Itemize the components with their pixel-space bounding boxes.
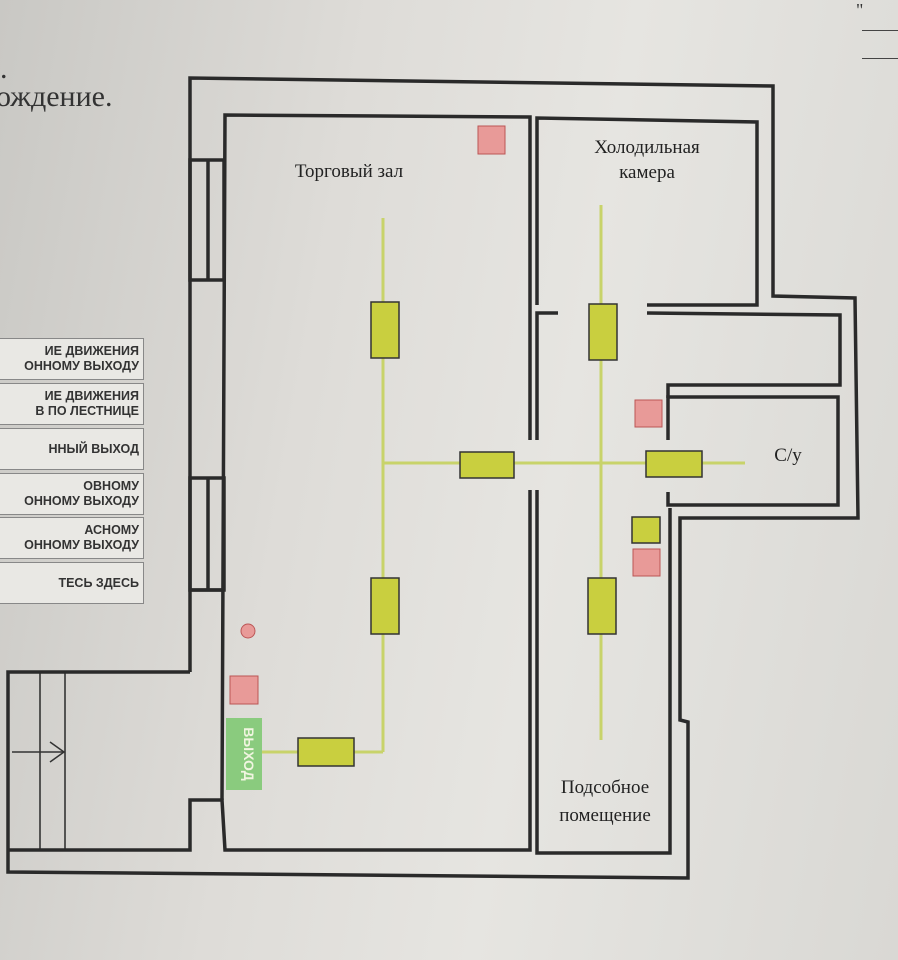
legend-item: ИЕ ДВИЖЕНИЯ В ПО ЛЕСТНИЦЕ: [0, 383, 144, 425]
fire-extinguisher-icon: [634, 399, 663, 428]
walls: [6, 76, 860, 880]
legend-item: ОВНОМУ ОННОМУ ВЫХОДУ: [0, 473, 144, 515]
you-are-here-icon: [240, 623, 256, 639]
legend-item: ИЕ ДВИЖЕНИЯ ОННОМУ ВЫХОДУ: [0, 338, 144, 380]
header-dot: .: [0, 52, 8, 85]
exit-direction-sign-icon: [588, 303, 618, 361]
exit-direction-sign-icon: [587, 577, 617, 635]
room-label-utility: Подсобное: [561, 777, 649, 798]
exit-direction-sign-icon: [370, 301, 400, 359]
room-label-wc: С/у: [774, 445, 802, 466]
quote-mark: ": [856, 0, 864, 20]
exit-sign-icon: [226, 718, 262, 790]
legend-item: ННЫЙ ВЫХОД: [0, 428, 144, 470]
exit-sign-label: ВЫХОД: [241, 727, 257, 780]
evacuation-signs: [297, 301, 703, 767]
phone-icon: [632, 548, 661, 577]
room-label-cold-room: камера: [619, 162, 675, 183]
room-label-utility: помещение: [559, 805, 651, 826]
room-label-sales-hall: Торговый зал: [295, 161, 404, 182]
exit-direction-sign-icon: [370, 577, 400, 635]
first-aid-icon: [631, 516, 661, 544]
exit-direction-sign-icon: [645, 450, 703, 478]
exit-direction-sign-icon: [459, 451, 515, 479]
room-label-cold-room: Холодильная: [594, 137, 700, 158]
signature-line: [862, 30, 898, 31]
fire-alarm-icon: [229, 675, 259, 705]
fire-extinguisher-icon: [477, 125, 506, 155]
stair-arrow-icon: [12, 741, 66, 763]
signature-line: [862, 58, 898, 59]
plan-title-fragment: ождение.: [0, 80, 113, 113]
legend-item: АСНОМУ ОННОМУ ВЫХОДУ: [0, 517, 144, 559]
exit-direction-sign-icon: [297, 737, 355, 767]
legend-item: ТЕСЬ ЗДЕСЬ: [0, 562, 144, 604]
